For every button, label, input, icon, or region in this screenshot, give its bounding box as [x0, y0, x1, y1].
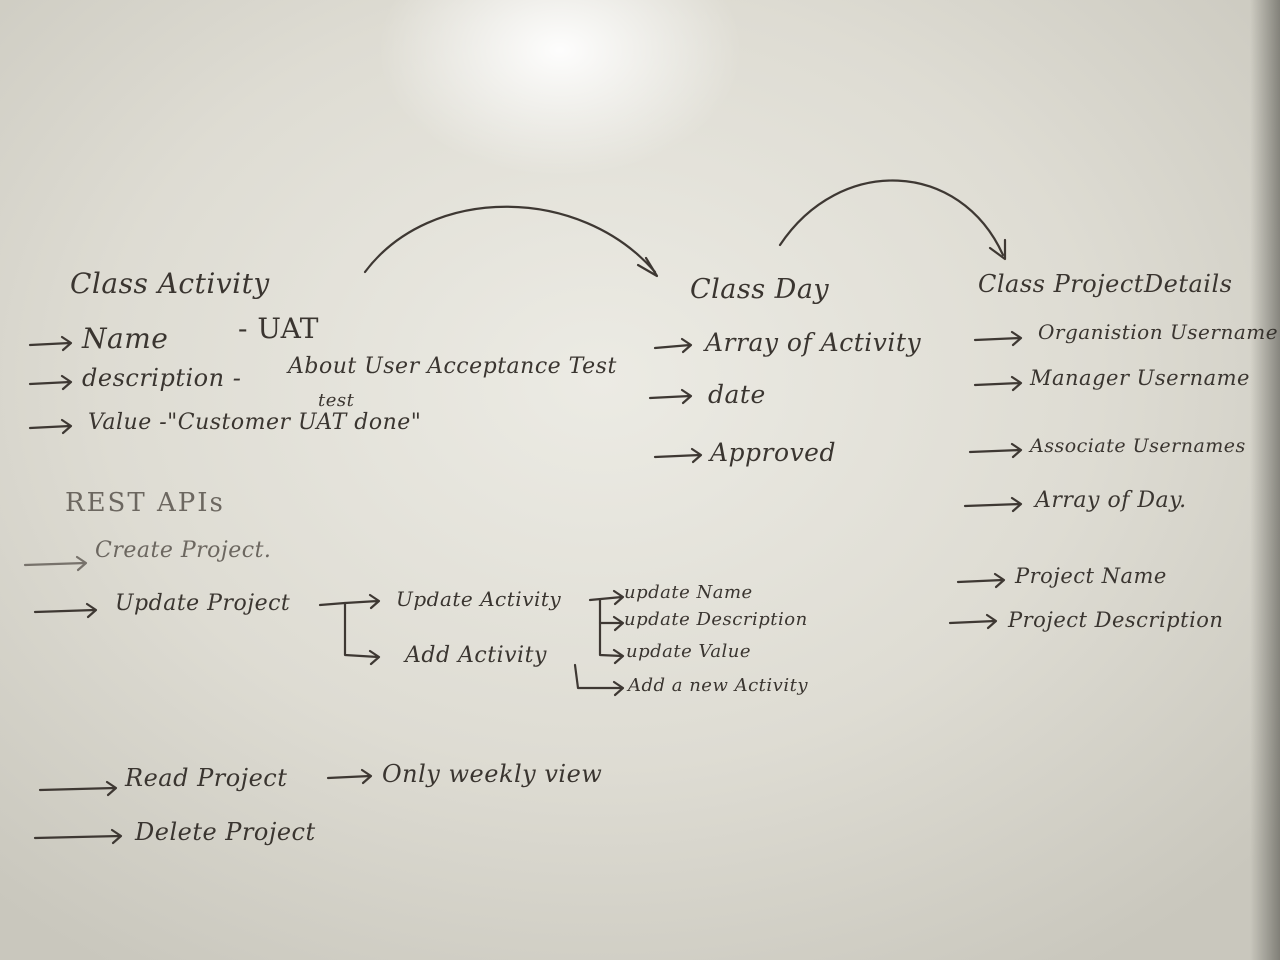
rest-update-name: update Name — [624, 582, 753, 603]
bullet-arrow — [653, 337, 693, 354]
activity-value-insert: test — [318, 390, 355, 411]
bullet-arrow — [33, 828, 123, 845]
bullet-arrow — [28, 335, 73, 352]
branch-update-value — [598, 621, 625, 665]
board-edge-shadow — [1250, 0, 1280, 960]
bullet-arrow — [648, 388, 693, 405]
class-day-heading: Class Day — [690, 274, 830, 305]
bullet-arrow — [33, 602, 98, 619]
project-field-project-name: Project Name — [1015, 564, 1167, 588]
day-field-date: date — [708, 380, 766, 409]
bullet-arrow — [973, 330, 1023, 347]
activity-description-value: About User Acceptance Test — [288, 354, 617, 379]
branch-update-description — [598, 598, 625, 632]
rest-update-description: update Description — [624, 609, 808, 630]
class-activity-heading: Class Activity — [70, 267, 270, 300]
branch-to-add-activity — [343, 601, 381, 666]
bullet-arrow — [973, 375, 1023, 392]
project-field-manager-username: Manager Username — [1030, 366, 1250, 390]
day-field-approved: Approved — [710, 438, 836, 467]
bullet-arrow — [956, 572, 1006, 589]
rest-create-project: Create Project. — [95, 538, 272, 563]
day-field-array-of-activity: Array of Activity — [705, 328, 922, 357]
branch-add-new-activity — [573, 663, 625, 697]
rest-add-activity: Add Activity — [405, 643, 547, 668]
arrowhead — [988, 238, 1007, 261]
rest-update-project: Update Project — [115, 591, 291, 616]
activity-field-name: Name — [82, 322, 169, 355]
activity-field-description: description - — [82, 364, 242, 392]
branch-to-update-activity — [318, 593, 381, 610]
rest-add-new-activity: Add a new Activity — [628, 675, 808, 696]
project-field-project-description: Project Description — [1008, 608, 1224, 632]
bullet-arrow — [963, 496, 1023, 513]
curved-arrow-activity-to-day — [363, 205, 657, 274]
bullet-arrow — [28, 418, 73, 435]
bullet-arrow — [653, 447, 703, 464]
branch-update-name — [588, 589, 625, 606]
bullet-arrow — [38, 780, 118, 797]
bullet-arrow — [948, 613, 998, 630]
project-field-array-of-day: Array of Day. — [1035, 488, 1187, 513]
activity-field-value: Value -"Customer UAT done" — [88, 410, 422, 435]
class-projectdetails-heading: Class ProjectDetails — [978, 270, 1233, 298]
project-field-associate-usernames: Associate Usernames — [1030, 435, 1246, 457]
rest-delete-project: Delete Project — [135, 818, 316, 846]
project-field-organisation-username: Organistion Username — [1038, 320, 1279, 344]
rest-update-activity: Update Activity — [396, 587, 562, 611]
rest-read-project: Read Project — [125, 764, 288, 792]
activity-name-value: - UAT — [238, 312, 319, 345]
rest-update-value: update Value — [626, 641, 752, 662]
rest-apis-heading: REST APIs — [65, 488, 225, 518]
rest-read-note: Only weekly view — [382, 760, 603, 788]
curved-arrow-day-to-projectdetails — [778, 179, 1005, 257]
arrowhead — [636, 256, 659, 278]
read-note-arrow — [326, 768, 373, 785]
bullet-arrow — [28, 374, 73, 391]
bullet-arrow — [23, 555, 88, 572]
bullet-arrow — [968, 442, 1023, 459]
